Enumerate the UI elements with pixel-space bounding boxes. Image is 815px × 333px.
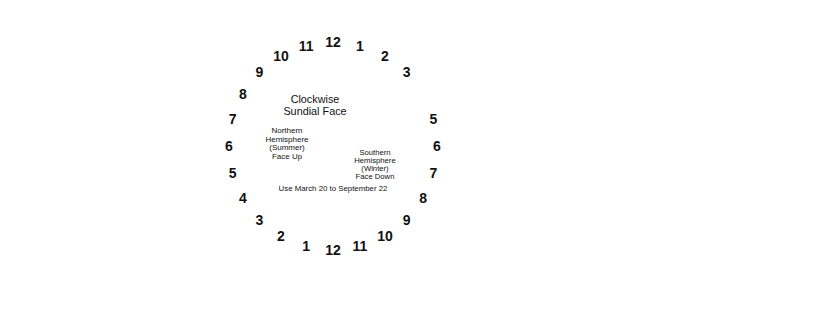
case-shadow xyxy=(172,296,330,330)
sundial-face: 12123567891011121234567891011Clockwise S… xyxy=(209,22,457,270)
hour-number: 1 xyxy=(302,239,310,253)
ferrule-band xyxy=(350,125,360,142)
hemisphere-note: Northern Hemisphere (Summer) Face Up xyxy=(264,127,310,161)
hour-number: 8 xyxy=(419,191,427,205)
hour-number: 6 xyxy=(225,139,233,153)
center-disc-border xyxy=(258,71,409,222)
pencil-shadow xyxy=(345,300,578,316)
hour-number: 11 xyxy=(353,239,368,253)
dial-paper xyxy=(209,22,457,270)
hour-number: 5 xyxy=(229,166,237,180)
hour-number: 7 xyxy=(229,112,237,126)
pencil-ferrule xyxy=(337,122,364,149)
case-edge xyxy=(166,278,568,298)
pencil-shade xyxy=(361,54,503,139)
hour-number: 6 xyxy=(433,139,441,153)
ferrule-band xyxy=(345,127,355,144)
pencil-body xyxy=(354,42,503,139)
case-notch xyxy=(168,233,175,247)
pencil-gnomon xyxy=(323,24,534,157)
pencil-body-outline xyxy=(354,42,503,139)
hour-ticks xyxy=(249,62,417,230)
hour-number: 2 xyxy=(381,49,389,63)
case-edge-stripes xyxy=(168,281,566,294)
hour-number: 11 xyxy=(299,39,314,53)
pencil-lead xyxy=(519,30,531,40)
case-bevel xyxy=(176,14,558,272)
hour-number: 9 xyxy=(403,213,411,227)
hour-number: 10 xyxy=(273,49,289,63)
hour-number: 1 xyxy=(356,39,364,53)
table-surface xyxy=(38,136,792,330)
pencil-wood-cone xyxy=(493,29,526,59)
case-notch xyxy=(556,63,563,77)
case-notch xyxy=(560,238,567,252)
hour-number: 5 xyxy=(430,112,438,126)
hour-ring-inner xyxy=(241,54,425,238)
hour-number: 7 xyxy=(430,166,438,180)
hour-ring-outer xyxy=(217,30,449,262)
edge-stripe xyxy=(168,281,566,285)
edge-stripe xyxy=(168,290,566,294)
hour-number: 2 xyxy=(277,229,285,243)
case-face xyxy=(166,4,568,282)
date-range: Use March 20 to September 22 xyxy=(277,185,390,194)
hour-number: 3 xyxy=(256,213,264,227)
hour-number: 12 xyxy=(325,35,341,49)
sundial-face-border xyxy=(210,23,457,270)
case-notch xyxy=(176,43,183,57)
dial-title: Clockwise Sundial Face xyxy=(276,94,354,118)
hour-number: 3 xyxy=(403,65,411,79)
hour-number: 12 xyxy=(325,243,341,257)
hour-number: 9 xyxy=(256,65,264,79)
hour-number: 8 xyxy=(239,87,247,101)
pencil-eraser xyxy=(323,132,348,157)
edge-stripe xyxy=(168,287,566,291)
ferrule-band xyxy=(341,130,351,147)
sundial-face-outline xyxy=(209,22,457,270)
dial-rim xyxy=(205,18,461,274)
hemisphere-note: Southern Hemisphere (Winter) Face Down xyxy=(352,149,398,182)
pencil-highlight xyxy=(354,42,496,127)
edge-stripe xyxy=(168,284,566,288)
hour-number: 4 xyxy=(239,191,247,205)
center-disc: Clockwise Sundial FaceNorthern Hemispher… xyxy=(257,70,409,222)
hour-number: 10 xyxy=(377,229,393,243)
